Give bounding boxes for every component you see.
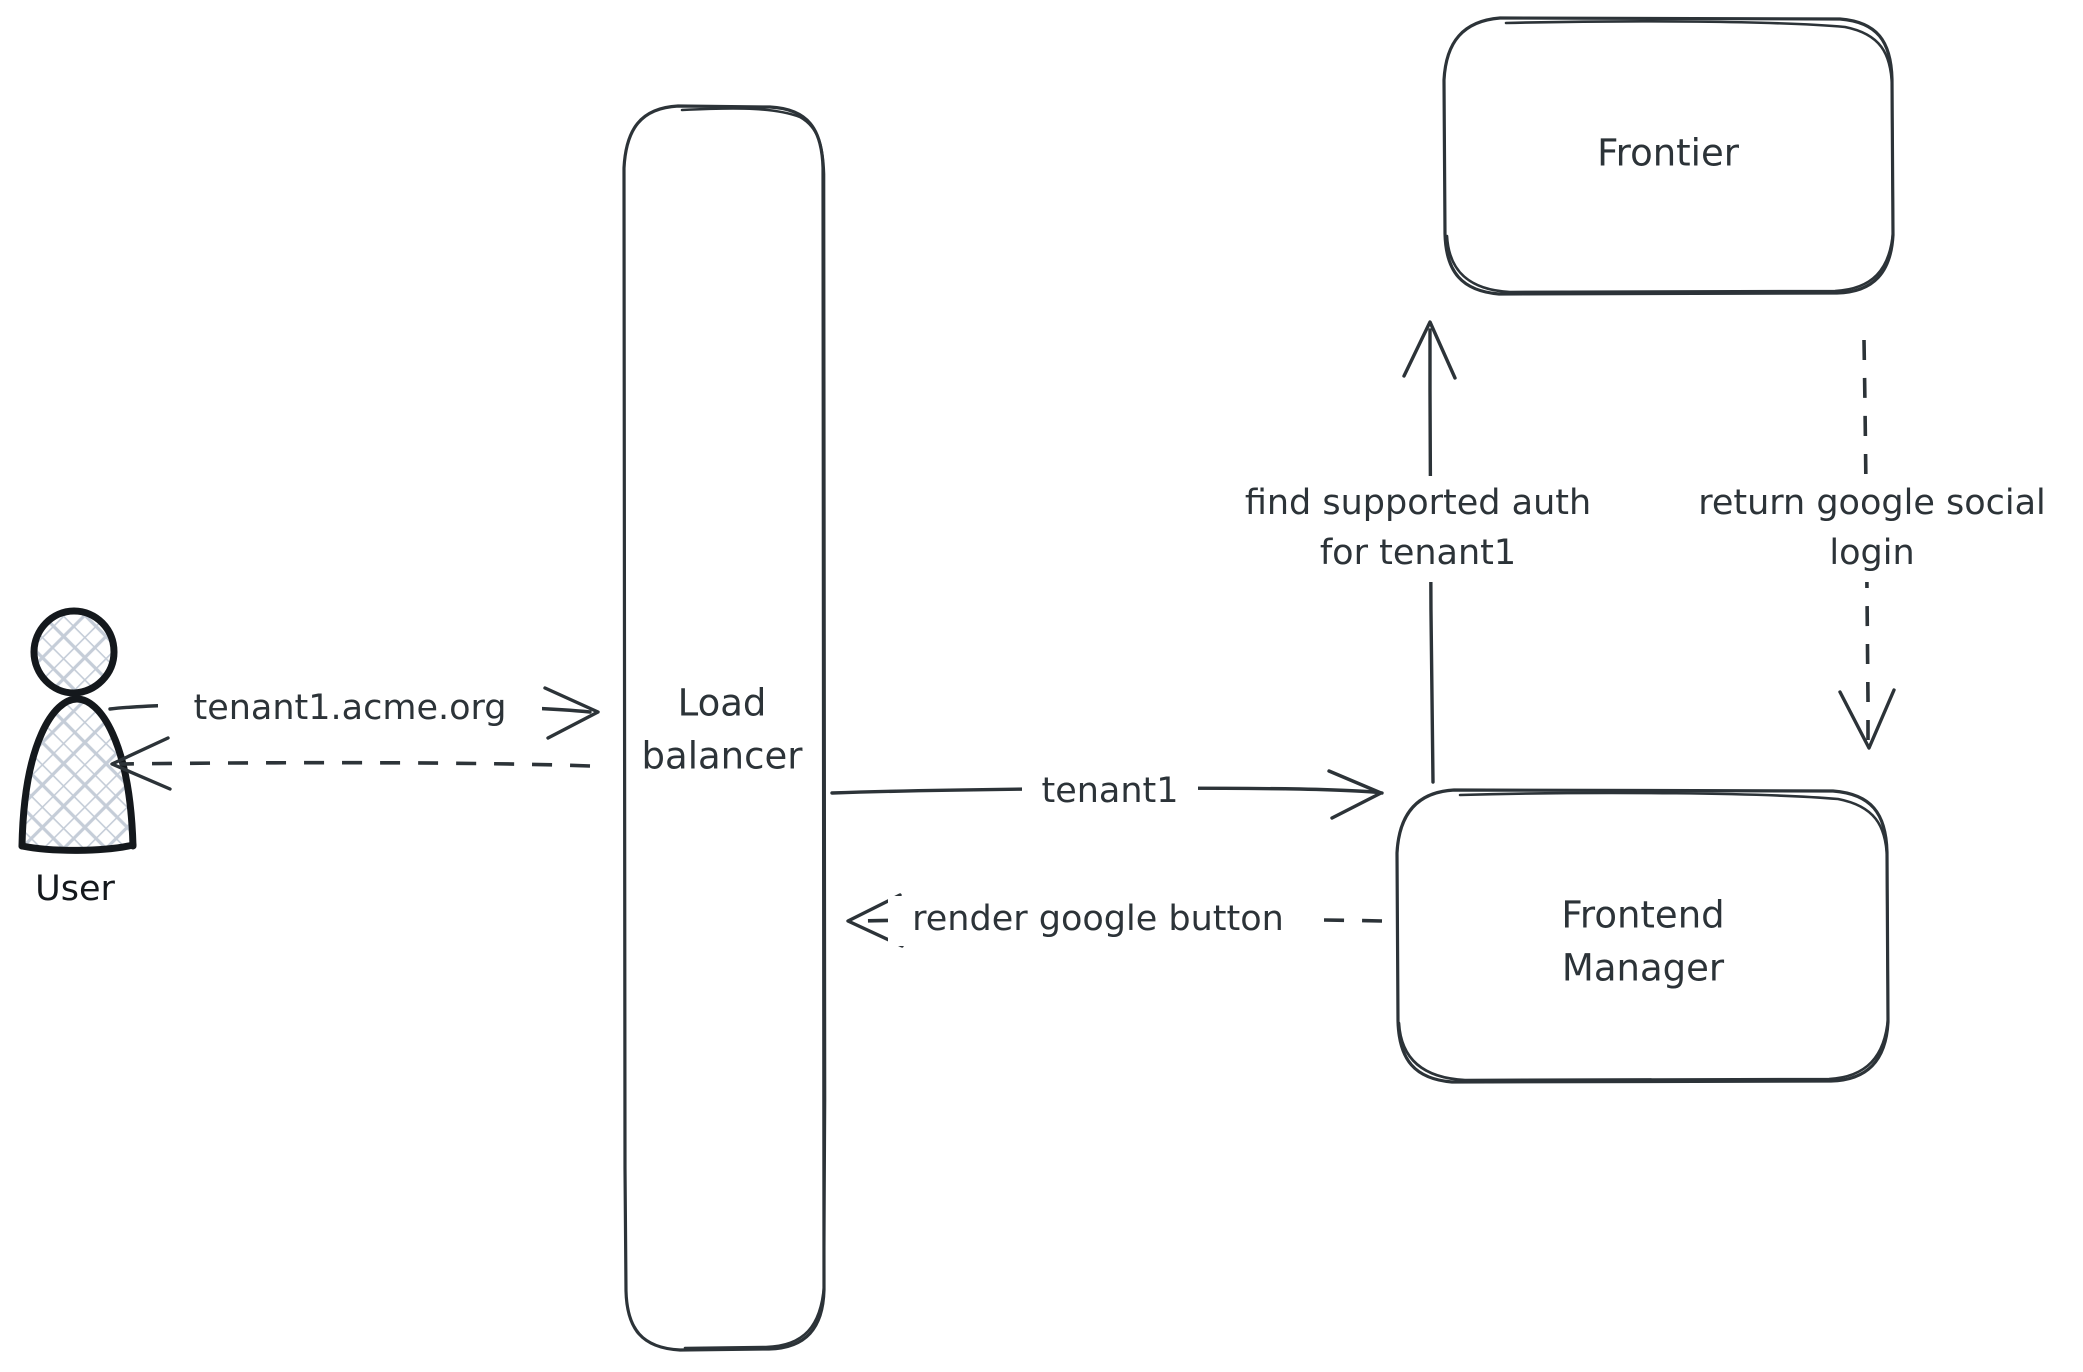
edge-fm-to-lb-label: render google button <box>912 899 1284 939</box>
load-balancer-label-line1: Load <box>678 682 767 725</box>
frontend-manager-label-line2: Manager <box>1562 947 1725 990</box>
frontend-manager-label-line1: Frontend <box>1561 894 1724 937</box>
edge-fm-to-frontier-label-line2: for tenant1 <box>1320 533 1516 573</box>
edge-load-balancer-to-frontend-manager: tenant1 <box>830 768 1384 820</box>
frontier-box-outline-2 <box>1445 20 1895 294</box>
edge-user-to-lb-label: tenant1.acme.org <box>193 688 506 728</box>
edge-fm-to-frontier-label-line1: find supported auth <box>1245 483 1591 523</box>
user-label: User <box>35 869 115 909</box>
person-head-icon <box>30 607 118 697</box>
edge-frontend-manager-to-load-balancer: render google button <box>846 893 1383 948</box>
edge-frontend-manager-to-frontier: find supported auth for tenant1 <box>1210 320 1620 784</box>
edge-fm-to-lb-arrowhead <box>846 893 904 948</box>
load-balancer-box-outline <box>622 104 826 1352</box>
edge-frontier-to-frontend-manager: return google social login <box>1668 339 2080 750</box>
edge-lb-to-user-arrowhead <box>110 736 172 791</box>
user-actor: User <box>18 607 137 909</box>
edge-frontier-to-fm-arrowhead <box>1838 688 1896 750</box>
edge-frontier-to-fm-label-line1: return google social <box>1698 483 2046 523</box>
person-base-icon <box>18 841 137 854</box>
frontend-manager-box-outline <box>1395 788 1890 1084</box>
edge-lb-to-fm-label-bg <box>1022 768 1198 818</box>
edge-fm-to-lb-label-bg <box>888 896 1308 946</box>
edge-lb-to-fm-label: tenant1 <box>1041 771 1178 811</box>
edge-frontier-to-fm-label-bg <box>1668 476 2080 582</box>
edge-load-balancer-to-user <box>110 736 591 791</box>
edge-lb-to-user-line <box>119 760 591 768</box>
edge-lb-to-fm-arrowhead <box>1327 769 1383 820</box>
frontier-label: Frontier <box>1597 132 1740 175</box>
edge-user-to-lb-label-bg <box>158 685 542 735</box>
load-balancer-label-line2: balancer <box>642 735 804 778</box>
frontier-box-outline <box>1442 16 1895 296</box>
frontend-manager-box-outline-2 <box>1397 791 1890 1082</box>
edge-user-to-lb-arrowhead <box>543 686 600 740</box>
edge-frontier-to-fm-label-line2: login <box>1829 533 1914 573</box>
edge-fm-to-frontier-arrowhead <box>1402 320 1457 380</box>
load-balancer-box-outline-2 <box>680 107 827 1350</box>
person-body-icon <box>18 695 137 850</box>
node-load-balancer[interactable]: Load balancer <box>622 104 827 1352</box>
node-frontier[interactable]: Frontier <box>1442 16 1895 296</box>
edge-fm-to-frontier-label-bg <box>1210 476 1620 582</box>
node-frontend-manager[interactable]: Frontend Manager <box>1395 788 1890 1084</box>
edge-frontier-to-fm-line <box>1862 339 1870 745</box>
edge-user-to-load-balancer: tenant1.acme.org <box>108 685 600 740</box>
